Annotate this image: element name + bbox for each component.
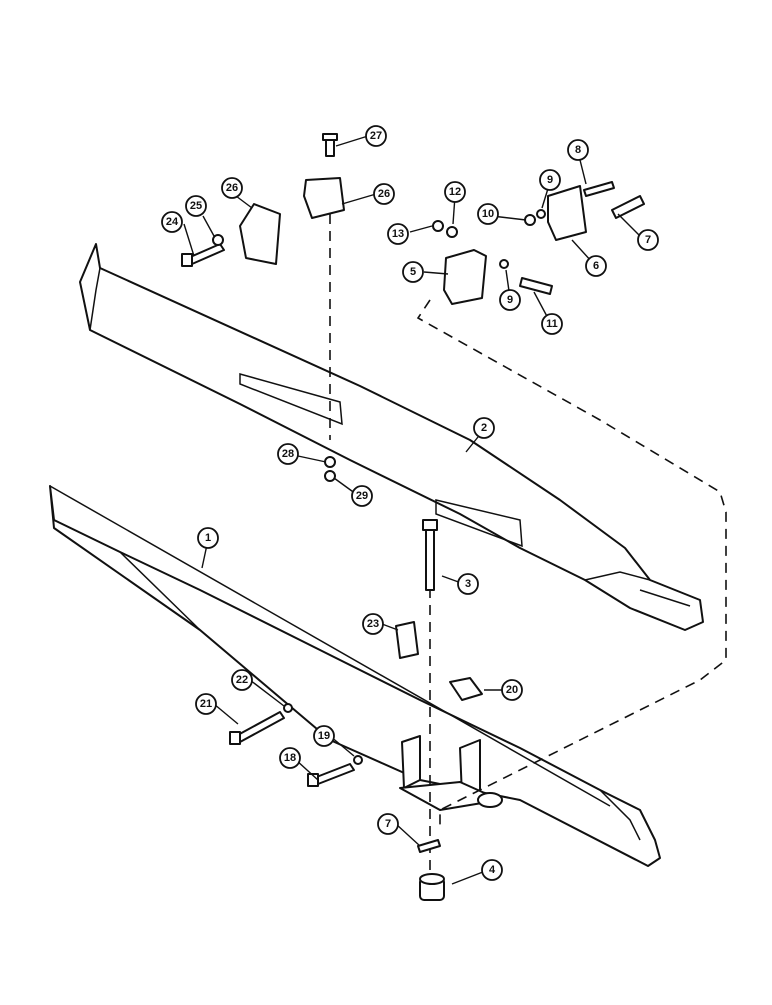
svg-text:11: 11 — [546, 318, 558, 330]
bolt-21 — [235, 711, 285, 743]
bolt-7-upper — [611, 195, 645, 219]
callout-24: 24 — [161, 211, 183, 233]
callout-26-plate: 26 — [221, 177, 243, 199]
bolt-7-lower — [417, 839, 441, 853]
svg-text:23: 23 — [367, 618, 379, 630]
nut-28 — [324, 456, 336, 468]
callout-10: 10 — [477, 203, 499, 225]
mount-block-6 — [547, 185, 587, 241]
svg-text:8: 8 — [575, 144, 581, 156]
svg-text:5: 5 — [410, 266, 416, 278]
svg-text:22: 22 — [236, 674, 248, 686]
svg-text:10: 10 — [482, 208, 494, 220]
bolt-8 — [583, 181, 615, 197]
svg-text:21: 21 — [200, 698, 212, 710]
mount-plate-5 — [443, 249, 487, 305]
svg-text:29: 29 — [356, 490, 368, 502]
svg-text:1: 1 — [205, 532, 211, 544]
svg-text:20: 20 — [506, 684, 518, 696]
callout-7-upper: 7 — [637, 229, 659, 251]
svg-text:25: 25 — [190, 200, 202, 212]
svg-text:7: 7 — [385, 818, 391, 830]
callout-25: 25 — [185, 195, 207, 217]
assembly-dashed-line — [329, 180, 727, 830]
callout-13: 13 — [387, 223, 409, 245]
callout-26-bracket: 26 — [373, 183, 395, 205]
svg-text:19: 19 — [318, 730, 330, 742]
washer-9b — [499, 259, 509, 269]
callouts: 1 2 3 4 5 6 7 7 8 9 9 10 11 12 13 18 19 … — [161, 125, 659, 881]
washer-22 — [283, 703, 293, 713]
svg-text:26: 26 — [378, 188, 390, 200]
lower-rail-bracket — [399, 735, 503, 811]
callout-29: 29 — [351, 485, 373, 507]
callout-22: 22 — [231, 669, 253, 691]
callout-5: 5 — [402, 261, 424, 283]
svg-text:28: 28 — [282, 448, 294, 460]
callout-9-upper: 9 — [539, 169, 561, 191]
svg-text:18: 18 — [284, 752, 296, 764]
svg-text:9: 9 — [547, 174, 553, 186]
upper-frame-rail — [79, 243, 704, 631]
bolt-27 — [322, 133, 338, 157]
washer-25 — [212, 234, 224, 246]
lower-frame-rail — [49, 485, 661, 867]
svg-text:26: 26 — [226, 182, 238, 194]
callout-21: 21 — [195, 693, 217, 715]
svg-text:13: 13 — [392, 228, 404, 240]
bolt-3 — [422, 519, 438, 591]
callout-19: 19 — [313, 725, 335, 747]
bracket-26-top — [303, 177, 345, 219]
callout-27: 27 — [365, 125, 387, 147]
callout-23: 23 — [362, 613, 384, 635]
bolt-24 — [181, 243, 225, 267]
svg-text:9: 9 — [507, 294, 513, 306]
bolt-11 — [519, 277, 553, 295]
svg-text:7: 7 — [645, 234, 651, 246]
callout-12: 12 — [444, 181, 466, 203]
block-20 — [449, 677, 483, 701]
nut-10 — [524, 214, 536, 226]
svg-text:6: 6 — [593, 260, 599, 272]
callout-4: 4 — [481, 859, 503, 881]
callout-2: 2 — [473, 417, 495, 439]
svg-text:12: 12 — [449, 186, 461, 198]
washer-29 — [324, 470, 336, 482]
callout-28: 28 — [277, 443, 299, 465]
svg-text:27: 27 — [370, 130, 382, 142]
callout-9-lower: 9 — [499, 289, 521, 311]
svg-text:2: 2 — [481, 422, 487, 434]
callout-7-lower: 7 — [377, 813, 399, 835]
callout-8: 8 — [567, 139, 589, 161]
nut-13 — [432, 220, 444, 232]
plate-26 — [239, 203, 281, 265]
nut-12 — [446, 226, 458, 238]
callout-1: 1 — [197, 527, 219, 549]
block-23 — [395, 621, 419, 659]
washer-19 — [353, 755, 363, 765]
callout-18: 18 — [279, 747, 301, 769]
washer-9a — [536, 209, 546, 219]
svg-text:3: 3 — [465, 578, 471, 590]
bolt-18 — [313, 763, 355, 785]
bushing-4 — [419, 873, 445, 901]
bolt-21-head — [229, 731, 241, 745]
callout-11: 11 — [541, 313, 563, 335]
callout-3: 3 — [457, 573, 479, 595]
callout-20: 20 — [501, 679, 523, 701]
callout-6: 6 — [585, 255, 607, 277]
svg-text:24: 24 — [166, 216, 179, 228]
svg-text:4: 4 — [489, 864, 496, 876]
